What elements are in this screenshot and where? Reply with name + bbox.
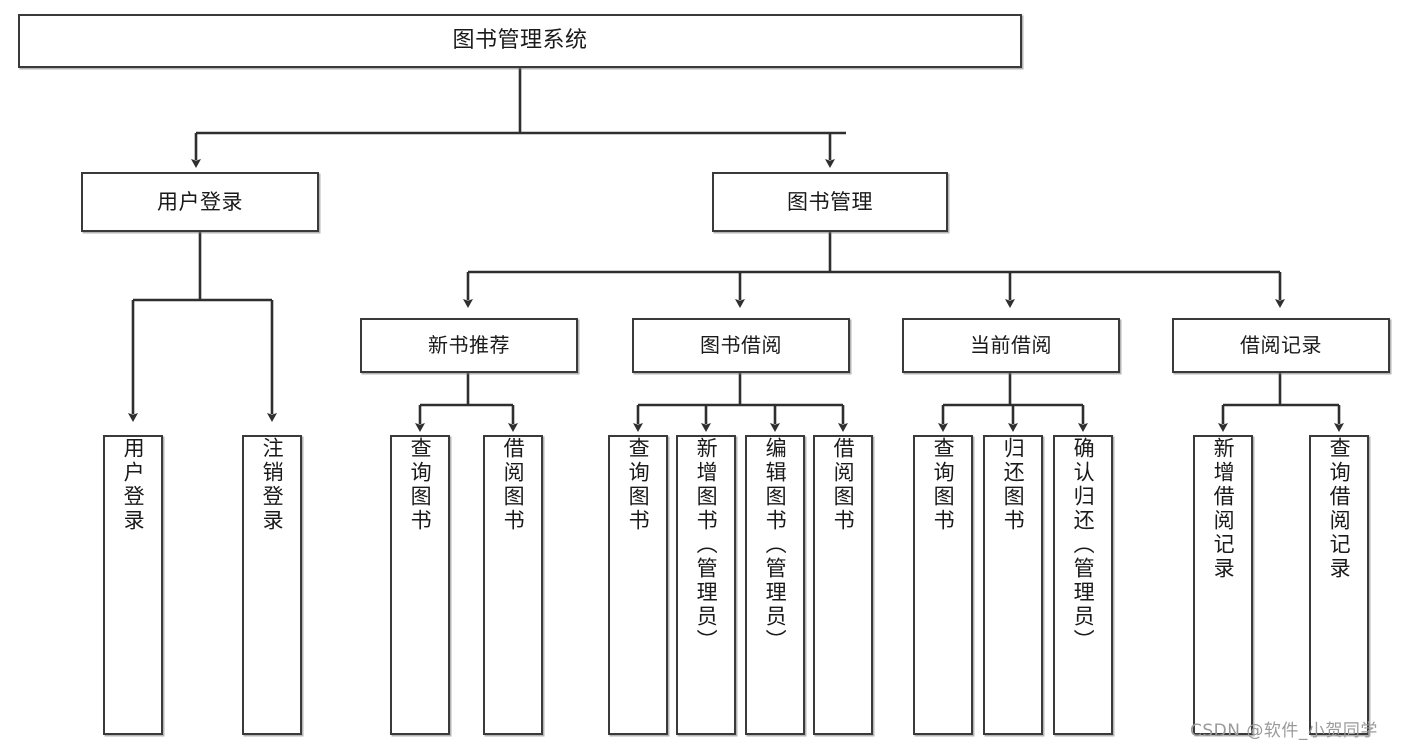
leaf-query-book-current[interactable]: 查询图书 — [913, 435, 973, 735]
leaf-confirm-return-admin[interactable]: 确认归还（管理员） — [1053, 435, 1113, 735]
leaf-add-borrow-record-label: 新增借阅记录 — [1211, 437, 1236, 581]
node-borrow-record-label: 借阅记录 — [1240, 333, 1322, 357]
leaf-edit-book-admin-label: 编辑图书（管理员） — [763, 437, 788, 653]
node-book-borrow-label: 图书借阅 — [700, 333, 782, 357]
leaf-user-logout[interactable]: 注销登录 — [242, 435, 302, 735]
node-new-book-recommend-label: 新书推荐 — [428, 333, 510, 357]
leaf-query-book-borrow[interactable]: 查询图书 — [608, 435, 668, 735]
leaf-add-borrow-record[interactable]: 新增借阅记录 — [1193, 435, 1253, 735]
node-book-management[interactable]: 图书管理 — [712, 172, 948, 232]
node-user-login-label: 用户登录 — [157, 189, 243, 214]
leaf-user-login-label: 用户登录 — [121, 437, 146, 533]
leaf-add-book-admin-label: 新增图书（管理员） — [694, 437, 719, 653]
leaf-borrow-book[interactable]: 借阅图书 — [813, 435, 873, 735]
leaf-query-borrow-record-label: 查询借阅记录 — [1327, 437, 1352, 581]
leaf-return-book[interactable]: 归还图书 — [983, 435, 1043, 735]
leaf-borrow-book-label: 借阅图书 — [831, 437, 856, 533]
node-root-label: 图书管理系统 — [452, 28, 588, 54]
leaf-query-borrow-record[interactable]: 查询借阅记录 — [1309, 435, 1369, 735]
node-current-borrow-label: 当前借阅 — [970, 333, 1052, 357]
leaf-borrow-book-new[interactable]: 借阅图书 — [483, 435, 543, 735]
node-book-borrow[interactable]: 图书借阅 — [632, 318, 850, 373]
node-root[interactable]: 图书管理系统 — [18, 14, 1022, 68]
leaf-borrow-book-new-label: 借阅图书 — [501, 437, 526, 533]
node-new-book-recommend[interactable]: 新书推荐 — [360, 318, 578, 373]
node-book-management-label: 图书管理 — [787, 189, 873, 214]
leaf-query-book-new-label: 查询图书 — [408, 437, 433, 533]
node-user-login[interactable]: 用户登录 — [81, 172, 319, 232]
leaf-query-book-new[interactable]: 查询图书 — [390, 435, 450, 735]
node-current-borrow[interactable]: 当前借阅 — [902, 318, 1120, 373]
node-borrow-record[interactable]: 借阅记录 — [1172, 318, 1390, 373]
leaf-confirm-return-admin-label: 确认归还（管理员） — [1071, 437, 1096, 653]
leaf-query-book-borrow-label: 查询图书 — [626, 437, 651, 533]
leaf-edit-book-admin[interactable]: 编辑图书（管理员） — [745, 435, 805, 735]
leaf-add-book-admin[interactable]: 新增图书（管理员） — [676, 435, 736, 735]
leaf-user-logout-label: 注销登录 — [260, 437, 285, 533]
csdn-watermark: CSDN @软件_小贺同学 — [1190, 721, 1378, 741]
leaf-query-book-current-label: 查询图书 — [931, 437, 956, 533]
leaf-user-login[interactable]: 用户登录 — [103, 435, 163, 735]
leaf-return-book-label: 归还图书 — [1001, 437, 1026, 533]
